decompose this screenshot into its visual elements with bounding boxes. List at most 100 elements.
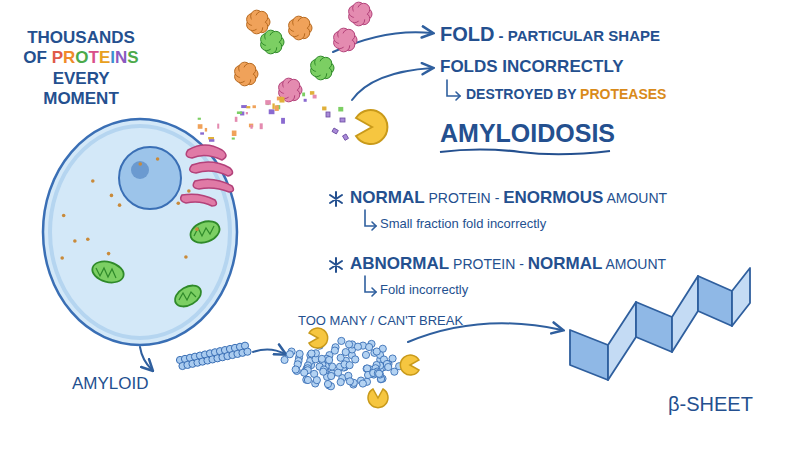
protein-blob [261, 30, 284, 54]
word: - [499, 27, 504, 44]
protease [356, 110, 387, 144]
letter: R [63, 48, 75, 67]
protease [400, 355, 419, 375]
aggregate-bead [286, 351, 293, 358]
space [491, 190, 495, 206]
aggregate-bead [376, 371, 383, 378]
protein-blob [289, 16, 312, 40]
word: DESTROYED [466, 86, 553, 102]
word: - [519, 256, 524, 272]
protein-fragment [310, 91, 314, 95]
aggregate-bead [345, 341, 352, 348]
note-text: β-SHEET [668, 392, 753, 416]
word: CAN'T [378, 313, 416, 328]
cell-granule [156, 157, 160, 161]
protein-core [293, 21, 307, 35]
aggregate-bead [318, 355, 325, 362]
protein-core [239, 67, 253, 81]
space [499, 190, 503, 206]
word: β-SHEET [668, 393, 753, 415]
letter: E [99, 48, 110, 67]
protein-core [315, 61, 329, 75]
protein-fragment [279, 97, 284, 102]
protein-fragment [250, 125, 252, 129]
protein-blob [311, 56, 334, 80]
cell-inner-rim [50, 126, 230, 338]
aggregate-bead [328, 372, 335, 379]
word: PROTEINS [52, 48, 139, 67]
word: AMOUNT [606, 190, 667, 206]
protein-fragment [232, 138, 235, 140]
aggregate-bead [313, 377, 320, 384]
letter: I [110, 48, 115, 67]
word: PROTEIN [453, 256, 515, 272]
word: THOUSANDS [27, 28, 135, 47]
protease [368, 389, 388, 408]
cell-granule [110, 194, 114, 198]
word: NORMAL [528, 254, 603, 273]
amyloid-bead [244, 348, 251, 355]
letter: P [52, 48, 63, 67]
aggregate-bead [337, 354, 344, 361]
protein-core [283, 83, 297, 97]
protein-fragment [217, 124, 219, 129]
arrows [140, 32, 562, 370]
protein-fragment [200, 132, 204, 134]
protein-fragment [302, 93, 305, 97]
aggregate-bead [346, 362, 353, 369]
space [494, 27, 498, 44]
cell-granule [195, 227, 199, 231]
word: - [495, 190, 500, 206]
space [515, 256, 519, 272]
note-text: ABNORMAL PROTEIN - NORMAL AMOUNT [350, 254, 666, 274]
aggregate-bead [366, 343, 373, 350]
protein-blob [334, 28, 357, 52]
cell-granule [62, 214, 66, 218]
title-underline [440, 150, 610, 155]
aggregate-bead [352, 356, 359, 363]
word: fraction [416, 216, 459, 231]
protein-core [338, 33, 352, 47]
aggregate-bead [373, 348, 380, 355]
word: AMYLOID [72, 374, 149, 393]
protein-core [265, 35, 279, 49]
space [367, 313, 371, 328]
protein-fragment [272, 103, 274, 109]
protein-fragment [198, 118, 201, 120]
space [498, 57, 503, 76]
word: incorrectly [487, 216, 546, 231]
protein-blob [349, 2, 372, 26]
space [374, 313, 378, 328]
cell-granule [107, 252, 111, 256]
word: TOO [298, 313, 326, 328]
heading: AMYLOIDOSIS [440, 118, 615, 148]
protein-fragment [338, 107, 343, 112]
protein-fragment [209, 139, 214, 142]
aggregate-bead [346, 378, 353, 385]
aggregate-bead [281, 356, 288, 363]
note-text: DESTROYED BY PROTEASES [466, 86, 666, 103]
word: BREAK [419, 313, 463, 328]
space [415, 313, 419, 328]
word: MANY [330, 313, 367, 328]
space [47, 48, 52, 67]
note-text: TOO MANY / CAN'T BREAK [298, 313, 463, 329]
space [425, 190, 429, 206]
broken-protein [340, 118, 345, 122]
space [553, 86, 557, 102]
protein-fragment [198, 124, 203, 129]
cell-granule [73, 239, 77, 243]
aggregate-bead [385, 363, 392, 370]
word: ABNORMAL [350, 254, 449, 273]
aggregate-bead [326, 356, 333, 363]
word: MOMENT [43, 89, 119, 108]
aggregate-bead [342, 349, 349, 356]
broken-protein [343, 134, 349, 140]
protein-fragment [246, 106, 250, 108]
bullet-asterisks [330, 192, 342, 272]
note-text: NORMAL PROTEIN - ENORMOUS AMOUNT [350, 188, 667, 208]
aggregate-bead [320, 368, 327, 375]
space [604, 27, 608, 44]
cell-granule [86, 237, 90, 241]
aggregate-bead [304, 376, 311, 383]
